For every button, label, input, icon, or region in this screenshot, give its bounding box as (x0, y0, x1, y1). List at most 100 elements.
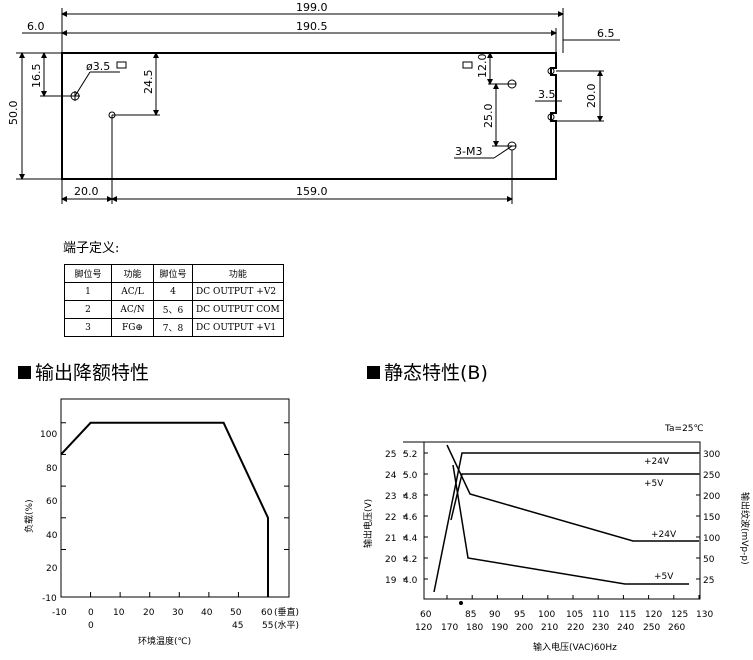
series-5v-voltage (450, 473, 699, 521)
cell: AC/N (111, 300, 154, 319)
static-heading-text: 静态特性(B) (384, 362, 488, 384)
xb-220: 220 (567, 623, 584, 633)
x-tick-20: 20 (143, 608, 155, 618)
series-5v-ripple (452, 464, 689, 585)
yl-outer-23: 23 (385, 492, 396, 502)
col-func-1: 功能 (111, 264, 154, 283)
x-horizontal-label: (水平) (274, 619, 299, 631)
xt-115: 115 (619, 610, 636, 620)
xb-200: 200 (516, 623, 533, 633)
col-func-2: 功能 (192, 264, 284, 283)
static-frame (423, 441, 701, 600)
x-tick-0: 0 (88, 608, 94, 618)
xt-100: 100 (538, 610, 555, 620)
yl-outer-22: 22 (385, 513, 396, 523)
static-ylabel-left: 输出电压(V) (363, 499, 374, 548)
cell: FG⊕ (111, 318, 154, 337)
x-tick-m10: -10 (52, 608, 67, 618)
label-24v-a: +24V (644, 457, 670, 467)
dim-slot-w: 3.5 (538, 88, 556, 101)
derating-ylabel: 负载(%) (23, 499, 35, 533)
dim-hole-dia: ø3.5 (86, 60, 110, 73)
x-tick-60: 60 (261, 608, 273, 618)
x-tick-30: 30 (172, 608, 184, 618)
dim-screw: 3-M3 (455, 145, 482, 158)
x-vertical-label: (垂直) (274, 606, 299, 618)
y-tick-20: 20 (46, 564, 58, 574)
square-bullet-icon (367, 366, 380, 379)
col-pin-1: 脚位号 (64, 264, 112, 283)
yr-200: 200 (703, 492, 720, 502)
cell: 2 (64, 300, 112, 319)
yr-25: 25 (703, 576, 714, 586)
xt-120: 120 (645, 610, 662, 620)
xb-260: 260 (668, 623, 685, 633)
xb-170: 170 (441, 623, 458, 633)
yl-outer-19: 19 (385, 576, 397, 586)
x-tick-40: 40 (201, 608, 213, 618)
pin-table: 脚位号 功能 脚位号 功能 1 AC/L 4 DC OUTPUT +V2 2 A… (64, 264, 284, 337)
dim-right-offset: 6.5 (597, 27, 615, 40)
xt-105: 105 (566, 610, 583, 620)
cell: 7、8 (153, 318, 193, 337)
xb-250: 250 (643, 623, 660, 633)
dim-bottom-span: 159.0 (296, 185, 328, 198)
cell: 3 (64, 318, 112, 337)
x-tick-10: 10 (113, 608, 125, 618)
yr-250: 250 (703, 471, 720, 481)
xb-60: 60 (420, 610, 432, 620)
yl-inner-46: 4.6 (403, 513, 418, 523)
yl-inner-44: 4.4 (403, 534, 418, 544)
series-24v-voltage (433, 452, 699, 593)
xb-120: 120 (415, 623, 432, 633)
yl-inner-42: 4.2 (403, 555, 417, 565)
xt-110: 110 (592, 610, 609, 620)
derating-series-line (60, 421, 269, 597)
xb-180: 180 (466, 623, 483, 633)
yr-150: 150 (703, 513, 720, 523)
yl-outer-21: 21 (385, 534, 396, 544)
dim-slot-gap: 20.0 (585, 84, 598, 109)
y-tick-100: 100 (40, 430, 57, 440)
derating-heading: 输出降额特性 (18, 358, 149, 385)
x-tick-50: 50 (230, 608, 242, 618)
psu-outline (61, 52, 557, 180)
y-tick-80: 80 (46, 464, 58, 474)
dim-overall-width: 199.0 (296, 1, 328, 14)
square-bullet-icon (18, 366, 31, 379)
terminal-title: 端子定义: (63, 241, 120, 256)
label-24v-b: +24V (651, 530, 677, 540)
derating-frame (60, 398, 290, 598)
xt-130: 130 (696, 610, 713, 620)
yl-outer-24: 24 (385, 471, 397, 481)
cell: DC OUTPUT COM (192, 300, 284, 319)
col-pin-2: 脚位号 (153, 264, 193, 283)
xb-190: 190 (491, 623, 508, 633)
yl-inner-50: 5.0 (403, 471, 418, 481)
series-24v-ripple (446, 444, 699, 542)
xt-125: 125 (671, 610, 688, 620)
static-xlabel: 输入电压(VAC)60Hz (533, 641, 617, 653)
table-header-row: 脚位号 功能 脚位号 功能 (64, 264, 284, 283)
derating-xlabel: 环境温度(℃) (138, 635, 191, 647)
cell: 5、6 (153, 300, 193, 319)
xt-90: 90 (489, 610, 501, 620)
table-row: 3 FG⊕ 7、8 DC OUTPUT +V1 (64, 318, 284, 337)
x-tick-b45: 45 (232, 621, 243, 631)
cell: 1 (64, 282, 112, 301)
static-heading: 静态特性(B) (367, 358, 488, 385)
dim-height: 50.0 (7, 101, 20, 126)
xb-240: 240 (617, 623, 634, 633)
yr-300: 300 (703, 450, 720, 460)
yl-outer-20: 20 (385, 555, 397, 565)
dim-hole-y2: 24.5 (142, 70, 155, 95)
static-ylabel-right: 输出纹波(mVp-p) (739, 492, 751, 565)
yr-100: 100 (703, 534, 720, 544)
dim-left-offset: 6.0 (27, 20, 45, 33)
static-chart: Ta=25℃ +24V +5V +24V +5V 25 24 23 22 21 … (363, 424, 751, 653)
y-tick-60: 60 (46, 497, 58, 507)
xt-95: 95 (514, 610, 525, 620)
cell: 4 (153, 282, 193, 301)
y-tick-40: 40 (46, 531, 58, 541)
table-row: 2 AC/N 5、6 DC OUTPUT COM (64, 300, 284, 319)
